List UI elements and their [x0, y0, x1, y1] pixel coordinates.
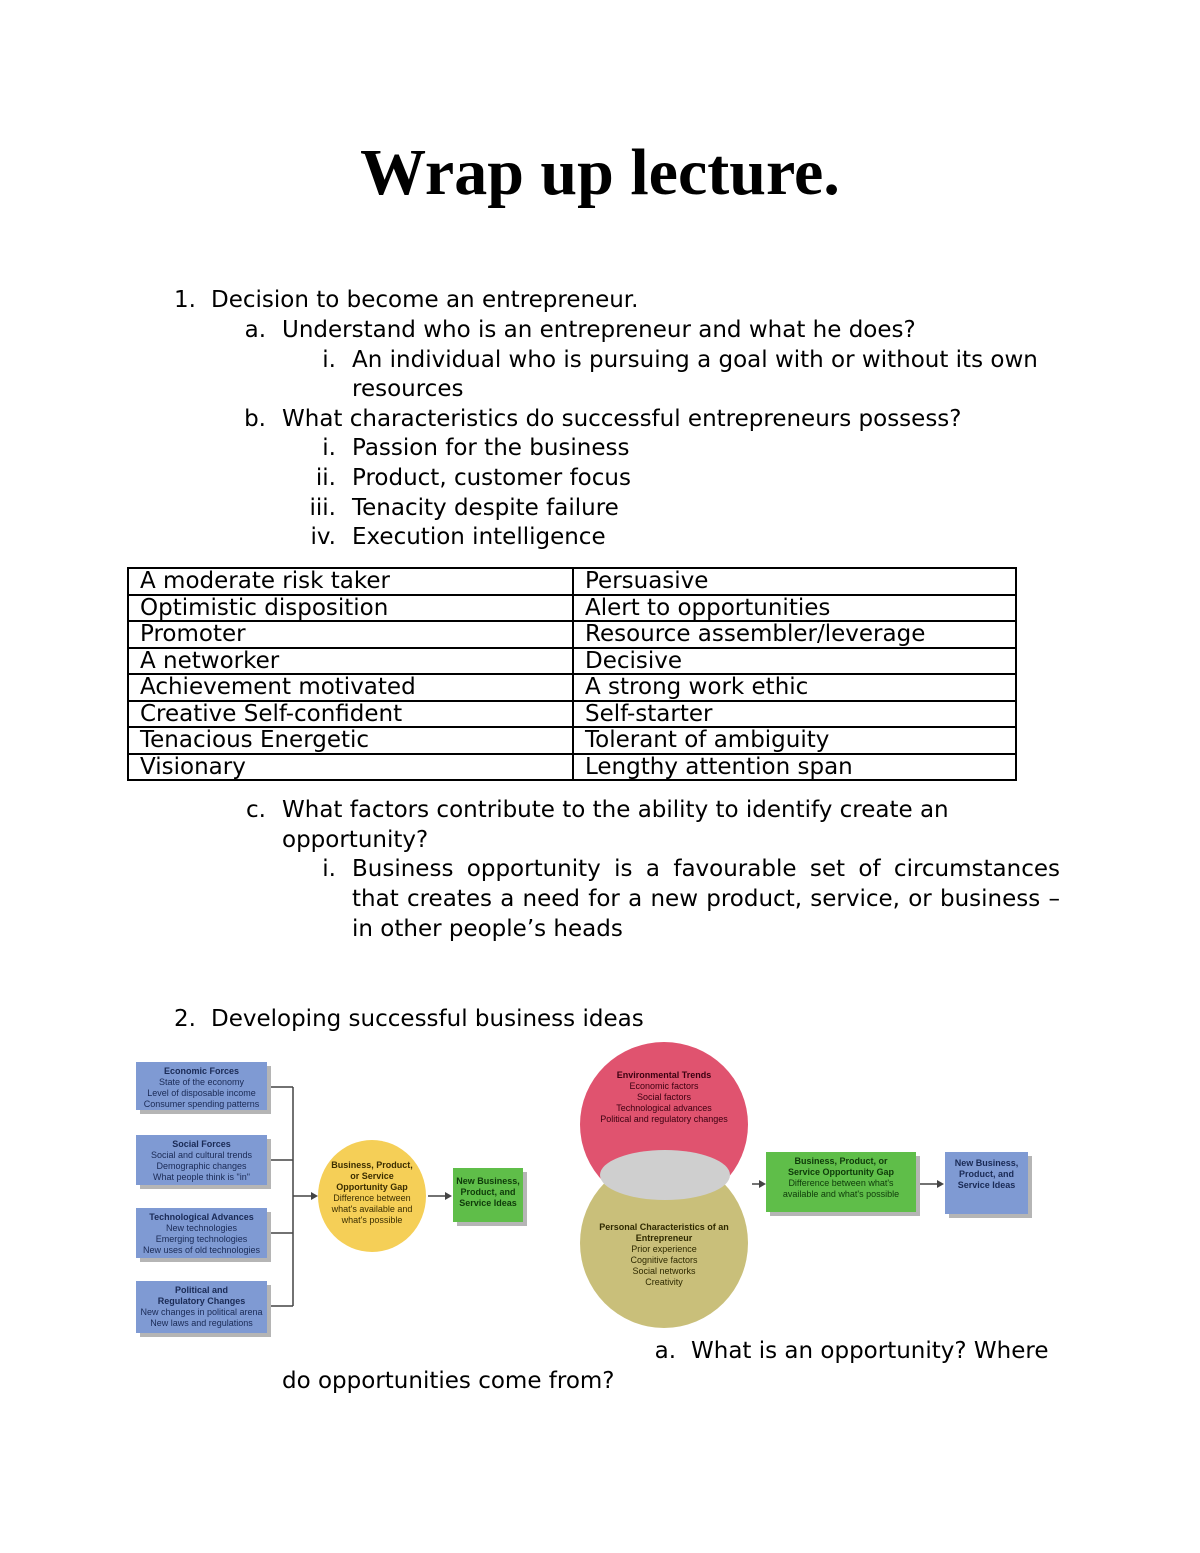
- circle-title: Personal Characteristics of an Entrepren…: [599, 1222, 729, 1243]
- list-marker: ii.: [315, 465, 336, 491]
- item-1c: c. What factors contribute to the abilit…: [0, 795, 1200, 825]
- table-cell: Persuasive: [572, 567, 1017, 596]
- box-line: State of the economy: [158, 1077, 245, 1087]
- new-ideas-box-right: New Business, Product, and Service Ideas: [945, 1152, 1028, 1214]
- item-text: An individual who is pursuing a goal wit…: [352, 347, 1038, 373]
- item-1b-iv: iv. Execution intelligence: [0, 522, 1200, 552]
- box-line: Demographic changes: [156, 1161, 247, 1171]
- box-title: Economic Forces: [163, 1066, 240, 1076]
- list-marker: iii.: [309, 495, 336, 521]
- circle-line: Political and regulatory changes: [600, 1114, 728, 1124]
- section-2-heading: 2. Developing successful business ideas: [0, 1004, 1200, 1034]
- list-marker: iv.: [310, 524, 336, 550]
- circle-line: Social networks: [632, 1266, 696, 1276]
- circle-title: Environmental Trends: [616, 1070, 712, 1080]
- list-marker: a.: [244, 317, 266, 343]
- box-line: New changes in political arena: [140, 1307, 263, 1317]
- list-marker: i.: [322, 347, 336, 373]
- table-cell: Creative Self-confident: [127, 699, 574, 728]
- box-title: Technological Advances: [149, 1212, 254, 1222]
- circle-line: Difference between what's available and …: [331, 1193, 413, 1225]
- item-text-continuation: opportunity?: [282, 827, 429, 853]
- box-line: New technologies: [165, 1223, 238, 1233]
- new-ideas-box: New Business, Product, and Service Ideas: [453, 1168, 523, 1222]
- list-number: 2.: [174, 1006, 196, 1032]
- opportunity-gap-box: Business, Product, or Service Opportunit…: [766, 1152, 916, 1212]
- item-text-continuation: do opportunities come from?: [282, 1368, 615, 1394]
- item-text: Execution intelligence: [352, 524, 606, 550]
- table-cell: Visionary: [127, 752, 574, 781]
- item-1a: a. Understand who is an entrepreneur and…: [0, 315, 1200, 345]
- circle-title: Business, Product, or Service Opportunit…: [331, 1160, 413, 1192]
- item-1b-iii: iii. Tenacity despite failure: [0, 493, 1200, 523]
- item-text: What characteristics do successful entre…: [282, 406, 962, 432]
- box-title: New Business, Product, and Service Ideas: [954, 1158, 1019, 1190]
- box-line: Difference between what's available and …: [782, 1178, 900, 1199]
- item-1b-ii: ii. Product, customer focus: [0, 463, 1200, 493]
- item-2a: a. What is an opportunity? Where: [0, 1336, 1200, 1366]
- heading-text: Decision to become an entrepreneur.: [211, 287, 639, 313]
- box-line: Level of disposable income: [147, 1088, 256, 1098]
- circle-line: Creativity: [645, 1277, 683, 1287]
- item-text: Understand who is an entrepreneur and wh…: [282, 317, 916, 343]
- circle-line: Economic factors: [629, 1081, 699, 1091]
- box-line: New uses of old technologies: [142, 1245, 261, 1255]
- circle-line: Technological advances: [616, 1103, 712, 1113]
- box-line: What people think is "in": [153, 1172, 250, 1182]
- box-line: New laws and regulations: [150, 1318, 253, 1328]
- technological-advances-box: Technological Advances New technologies …: [136, 1208, 267, 1258]
- box-line: Consumer spending patterns: [143, 1099, 260, 1109]
- list-number: 1.: [174, 287, 196, 313]
- item-text: Passion for the business: [352, 435, 630, 461]
- political-regulatory-box: Political and Regulatory Changes New cha…: [136, 1281, 267, 1333]
- table-cell: Tenacious Energetic: [127, 726, 574, 755]
- opportunity-definition: Business opportunity is a favourable set…: [352, 856, 1060, 942]
- page-title: Wrap up lecture.: [360, 136, 840, 209]
- table-cell: Lengthy attention span: [572, 752, 1017, 781]
- box-title: Social Forces: [172, 1139, 231, 1149]
- circle-line: Cognitive factors: [630, 1255, 698, 1265]
- item-text: What factors contribute to the ability t…: [282, 797, 949, 823]
- item-1b-i: i. Passion for the business: [0, 433, 1200, 463]
- section-1-heading: 1. Decision to become an entrepreneur.: [0, 285, 1200, 315]
- heading-text: Developing successful business ideas: [211, 1006, 644, 1032]
- table-cell: Tolerant of ambiguity: [572, 726, 1017, 755]
- box-line: Social and cultural trends: [150, 1150, 253, 1160]
- economic-forces-box: Economic Forces State of the economy Lev…: [136, 1062, 267, 1110]
- table-cell: Optimistic disposition: [127, 593, 574, 622]
- item-text-continuation: resources: [352, 376, 464, 402]
- box-title: New Business, Product, and Service Ideas: [456, 1176, 520, 1208]
- list-marker: i.: [322, 856, 336, 882]
- table-cell: Promoter: [127, 620, 574, 649]
- social-forces-box: Social Forces Social and cultural trends…: [136, 1135, 267, 1185]
- item-1c-i-marker-row: i.: [0, 854, 1200, 884]
- box-title: Business, Product, or Service Opportunit…: [787, 1156, 895, 1177]
- circle-line: Social factors: [636, 1092, 692, 1102]
- circle-overlap: [600, 1150, 730, 1200]
- opportunity-gap-circle: Business, Product, or Service Opportunit…: [318, 1140, 426, 1252]
- circle-line: Prior experience: [631, 1244, 697, 1254]
- list-marker: c.: [246, 797, 266, 823]
- list-marker: b.: [244, 406, 266, 432]
- list-marker: i.: [322, 435, 336, 461]
- box-title: Political and Regulatory Changes: [157, 1285, 246, 1306]
- box-line: Emerging technologies: [155, 1234, 248, 1244]
- item-1b: b. What characteristics do successful en…: [0, 404, 1200, 434]
- item-text: What is an opportunity? Where: [691, 1338, 1049, 1364]
- list-marker: a.: [654, 1338, 676, 1364]
- item-text: Tenacity despite failure: [352, 495, 619, 521]
- table-cell: A strong work ethic: [572, 673, 1017, 702]
- item-1a-i: i. An individual who is pursuing a goal …: [0, 345, 1200, 375]
- item-text: Product, customer focus: [352, 465, 631, 491]
